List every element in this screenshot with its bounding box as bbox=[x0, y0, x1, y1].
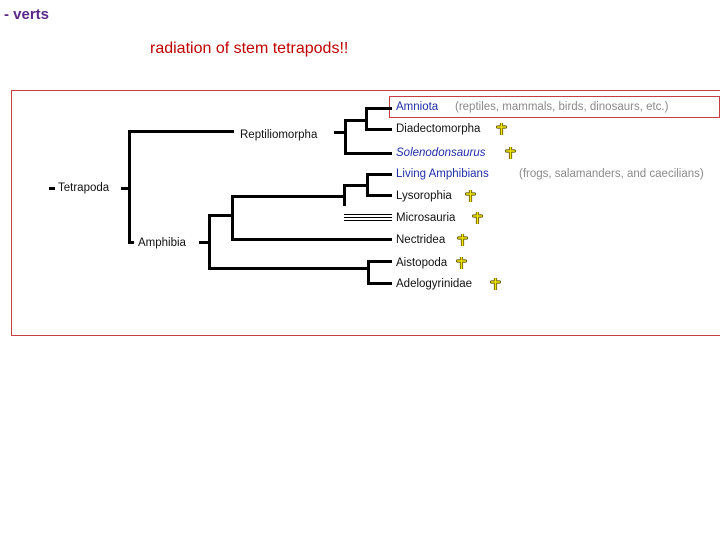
microsauria-branch-c bbox=[344, 220, 392, 221]
solenodonsaurus-branch bbox=[344, 152, 392, 155]
taxon-nectridea: Nectridea bbox=[396, 234, 446, 246]
taxon-aistopoda: Aistopoda bbox=[396, 257, 448, 269]
aistopod-branch bbox=[208, 267, 368, 270]
dagger-icon bbox=[472, 212, 483, 224]
taxon-microsauria: Microsauria bbox=[396, 212, 456, 224]
cladogram-frame bbox=[11, 90, 720, 336]
dagger-icon bbox=[457, 234, 468, 246]
root-stem bbox=[121, 187, 130, 190]
amniote-clade-split bbox=[365, 107, 368, 130]
nectridea-branch bbox=[231, 238, 392, 241]
taxon-adelogyrinidae: Adelogyrinidae bbox=[396, 278, 473, 290]
dagger-icon bbox=[496, 123, 507, 135]
lepospondyl-branch bbox=[208, 214, 232, 217]
amniote-clade-branch bbox=[344, 119, 366, 122]
taxon-diadectomorpha: Diadectomorpha bbox=[396, 123, 481, 135]
note-living-amphibians: (frogs, salamanders, and caecilians) bbox=[519, 168, 704, 180]
root-label: Tetrapoda bbox=[58, 182, 110, 194]
aistopoda-branch bbox=[367, 260, 392, 263]
dagger-icon bbox=[465, 190, 476, 202]
reptiliomorpha-branch bbox=[128, 130, 234, 133]
taxon-solenodonsaurus: Solenodonsaurus bbox=[396, 147, 486, 159]
lepospondyl-split bbox=[231, 195, 234, 239]
adelogyrinidae-branch bbox=[367, 282, 392, 285]
slide-subtitle: radiation of stem tetrapods!! bbox=[150, 40, 349, 57]
dagger-icon bbox=[456, 257, 467, 269]
root-marker bbox=[49, 187, 55, 190]
taxon-amniota: Amniota bbox=[396, 101, 439, 113]
lissamphibia-split bbox=[343, 184, 346, 206]
dagger-icon bbox=[505, 147, 516, 159]
amphibia-branch bbox=[128, 241, 134, 244]
reptiliomorpha-stem bbox=[334, 131, 346, 134]
dagger-icon bbox=[490, 278, 501, 290]
diadectomorpha-branch bbox=[365, 128, 392, 131]
living-amphibians-branch bbox=[366, 173, 392, 176]
microsauria-branch-a bbox=[344, 214, 392, 215]
microsauria-branch-b bbox=[344, 217, 392, 218]
slide-title: - verts bbox=[4, 6, 50, 23]
amniota-branch bbox=[365, 107, 392, 110]
amphibia-split bbox=[208, 214, 211, 269]
note-amniota: (reptiles, mammals, birds, dinosaurs, et… bbox=[455, 101, 669, 113]
root-split bbox=[128, 130, 131, 243]
aistopod-split bbox=[367, 260, 370, 284]
taxon-living-amphibians: Living Amphibians bbox=[396, 168, 489, 180]
reptiliomorpha-label: Reptiliomorpha bbox=[240, 129, 318, 141]
taxon-lysorophia: Lysorophia bbox=[396, 190, 452, 202]
reptiliomorpha-split bbox=[344, 119, 347, 154]
living-lysorophia-split bbox=[366, 173, 369, 196]
amphibia-stem bbox=[199, 241, 210, 244]
amphibia-label: Amphibia bbox=[138, 237, 186, 249]
lissamphibia-branch bbox=[231, 195, 344, 198]
living-lysorophia-branch bbox=[343, 184, 367, 187]
lysorophia-branch bbox=[366, 194, 392, 197]
